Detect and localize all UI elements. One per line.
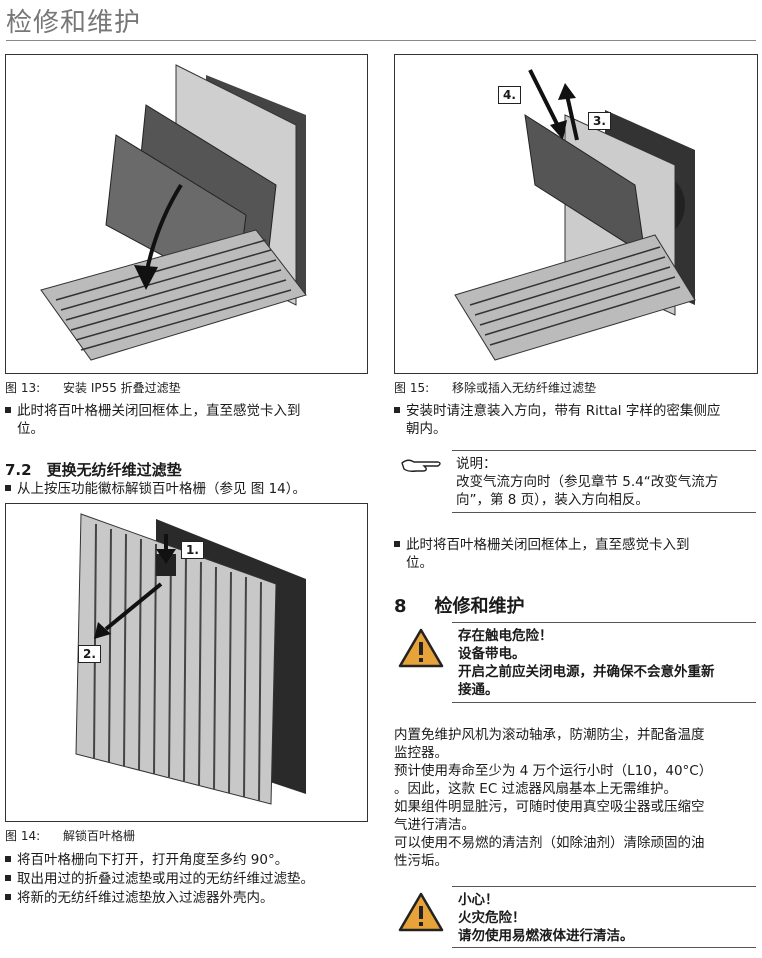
bullet-icon — [5, 856, 11, 862]
list-item: 此时将百叶格栅关闭回框体上，直至感觉卡入到 位。 — [5, 402, 365, 438]
list-item-text: 从上按压功能徽标解锁百叶格栅（参见 图 14）。 — [17, 481, 307, 497]
body-line: 。因此，这款 EC 过滤器风扇基本上无需维护。 — [394, 781, 678, 797]
figure-number: 图 15: — [394, 381, 430, 395]
list-item-text-cont: 位。 — [406, 555, 433, 571]
caution-rule-bottom — [452, 947, 756, 948]
list-item: 从上按压功能徽标解锁百叶格栅（参见 图 14）。 — [5, 480, 365, 498]
body-line: 如果组件明显脏污，可随时使用真空吸尘器或压缩空 — [394, 799, 705, 815]
body-line: 气进行清洁。 — [394, 817, 475, 833]
warning-rule-top — [452, 622, 756, 623]
figure-13 — [5, 54, 368, 374]
bullet-icon — [394, 407, 400, 413]
figure-title: 解锁百叶格栅 — [63, 829, 136, 843]
list-item: 将百叶格栅向下打开，打开角度至多约 90°。 — [5, 851, 365, 869]
body-line: 预计使用寿命至少为 4 万个运行小时（L10，40°C） — [394, 763, 713, 779]
section-heading-8: 8 检修和维护 — [394, 592, 525, 618]
list-item: 取出用过的折叠过滤垫或用过的无纺纤维过滤垫。 — [5, 870, 365, 888]
body-line: 内置免维护风机为滚动轴承，防潮防尘，并配备温度 — [394, 727, 705, 743]
step-label-3: 3. — [588, 112, 611, 130]
body-line: 性污垢。 — [394, 853, 448, 869]
note-rule-bottom — [452, 512, 756, 513]
list-item-text-cont: 位。 — [17, 421, 44, 437]
warning-line: 存在触电危险！ — [458, 628, 553, 644]
pointing-hand-icon — [400, 455, 444, 481]
figure-14-caption: 图 14: 解锁百叶格栅 — [5, 827, 135, 844]
figure-14: 1. 2. — [5, 503, 368, 822]
section-number: 8 — [394, 596, 407, 617]
figure-13-caption: 图 13: 安装 IP55 折叠过滤垫 — [5, 379, 181, 396]
list-item-text: 取出用过的折叠过滤垫或用过的无纺纤维过滤垫。 — [17, 871, 314, 887]
list-item-text: 此时将百叶格栅关闭回框体上，直至感觉卡入到 — [406, 537, 690, 553]
note-label: 说明： — [456, 456, 497, 472]
body-line: 可以使用不易燃的清洁剂（如除油剂）清除顽固的油 — [394, 835, 705, 851]
bullet-icon — [5, 875, 11, 881]
warning-line: 小心！ — [458, 892, 499, 908]
bullet-icon — [394, 541, 400, 547]
list-item: 此时将百叶格栅关闭回框体上，直至感觉卡入到 位。 — [394, 536, 756, 572]
warning-rule-bottom — [452, 702, 756, 703]
warning-fire: 小心！ 火灾危险！ 请勿使用易燃液体进行清洁。 — [458, 891, 756, 945]
note-rule-top — [452, 450, 756, 451]
list-item-text-cont: 朝内。 — [406, 421, 447, 437]
filter-remove-illustration — [454, 69, 696, 361]
warning-line: 接通。 — [458, 682, 499, 698]
figure-15-caption: 图 15: 移除或插入无纺纤维过滤垫 — [394, 379, 596, 396]
caution-rule-top — [452, 886, 756, 887]
warning-triangle-icon — [398, 628, 444, 672]
caution-triangle-icon — [398, 892, 444, 936]
list-item-text: 安装时请注意装入方向，带有 Rittal 字样的密集侧应 — [406, 403, 721, 419]
figure-title: 移除或插入无纺纤维过滤垫 — [452, 381, 597, 395]
note-text-line: 改变气流方向时（参见章节 5.4“改变气流方 — [456, 474, 719, 490]
step-label-4: 4. — [498, 86, 521, 104]
list-item-text: 将新的无纺纤维过滤垫放入过滤器外壳内。 — [17, 890, 274, 906]
maintenance-body: 内置免维护风机为滚动轴承，防潮防尘，并配备温度 监控器。 预计使用寿命至少为 4… — [394, 726, 756, 870]
body-line: 监控器。 — [394, 745, 448, 761]
warning-line: 火灾危险！ — [458, 910, 526, 926]
grille-unlock-illustration — [75, 513, 306, 805]
list-item: 将新的无纺纤维过滤垫放入过滤器外壳内。 — [5, 889, 365, 907]
figure-number: 图 13: — [5, 381, 41, 395]
warning-line: 设备带电。 — [458, 646, 526, 662]
bullet-icon — [5, 407, 11, 413]
section-heading-7-2: 7.2 更换无纺纤维过滤垫 — [5, 461, 182, 479]
figure-15: 4. 3. — [394, 54, 758, 374]
figure-title: 安装 IP55 折叠过滤垫 — [63, 381, 181, 395]
warning-line: 开启之前应关闭电源，并确保不会意外重新 — [458, 664, 715, 680]
filter-install-illustration — [40, 64, 307, 361]
step-label-2: 2. — [78, 645, 101, 663]
header-divider — [6, 40, 756, 41]
bullet-icon — [5, 894, 11, 900]
list-item-text: 将百叶格栅向下打开，打开角度至多约 90°。 — [17, 852, 289, 868]
warning-line: 请勿使用易燃液体进行清洁。 — [458, 928, 634, 944]
step-label-1: 1. — [181, 541, 204, 559]
warning-electric: 存在触电危险！ 设备带电。 开启之前应关闭电源，并确保不会意外重新 接通。 — [458, 627, 756, 699]
bullet-icon — [5, 485, 11, 491]
page-header-title: 检修和维护 — [6, 8, 142, 38]
section-title: 检修和维护 — [434, 596, 525, 617]
figure-number: 图 14: — [5, 829, 41, 843]
list-item: 安装时请注意装入方向，带有 Rittal 字样的密集侧应 朝内。 — [394, 402, 756, 438]
list-item-text: 此时将百叶格栅关闭回框体上，直至感觉卡入到 — [17, 403, 301, 419]
note-box: 说明： 改变气流方向时（参见章节 5.4“改变气流方 向”，第 8 页），装入方… — [456, 455, 756, 509]
note-text-line: 向”，第 8 页），装入方向相反。 — [456, 492, 649, 508]
